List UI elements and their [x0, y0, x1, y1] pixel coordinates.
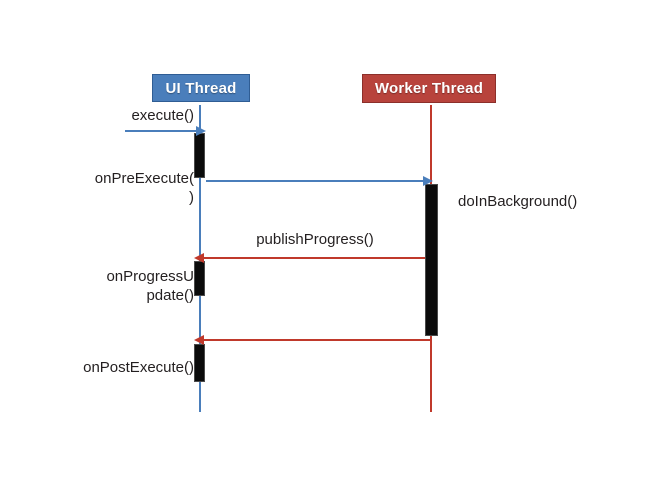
- activation-bar-ui-progress-update: [194, 261, 205, 296]
- activation-bar-ui-post-execute: [194, 344, 205, 382]
- label-do-in-background: doInBackground(): [458, 193, 578, 210]
- arrowhead-right-icon: [423, 176, 433, 186]
- message-arrow-execute: [125, 126, 206, 136]
- label-on-post-execute: onPostExecute(): [83, 359, 194, 376]
- arrowhead-right-icon: [196, 126, 206, 136]
- participant-ui-thread[interactable]: UI Thread: [152, 74, 250, 102]
- message-arrow-publish-progress: [194, 253, 425, 263]
- label-on-progress-update: onProgressU pdate(): [106, 268, 194, 304]
- arrowhead-left-icon: [194, 253, 204, 263]
- activation-bar-worker-background: [425, 184, 438, 336]
- label-publish-progress: publishProgress(): [256, 231, 374, 248]
- label-execute: execute(): [131, 107, 194, 124]
- message-arrow-on-pre-execute: [206, 176, 433, 186]
- participant-worker-thread-label: Worker Thread: [374, 80, 484, 97]
- arrowhead-left-icon: [194, 335, 204, 345]
- participant-ui-thread-label: UI Thread: [165, 79, 237, 97]
- participant-worker-thread[interactable]: Worker Thread: [362, 74, 496, 103]
- activation-bar-ui-execute: [194, 133, 205, 178]
- label-on-pre-execute: onPreExecute( ): [94, 170, 194, 206]
- message-arrow-on-post-execute: [194, 335, 430, 345]
